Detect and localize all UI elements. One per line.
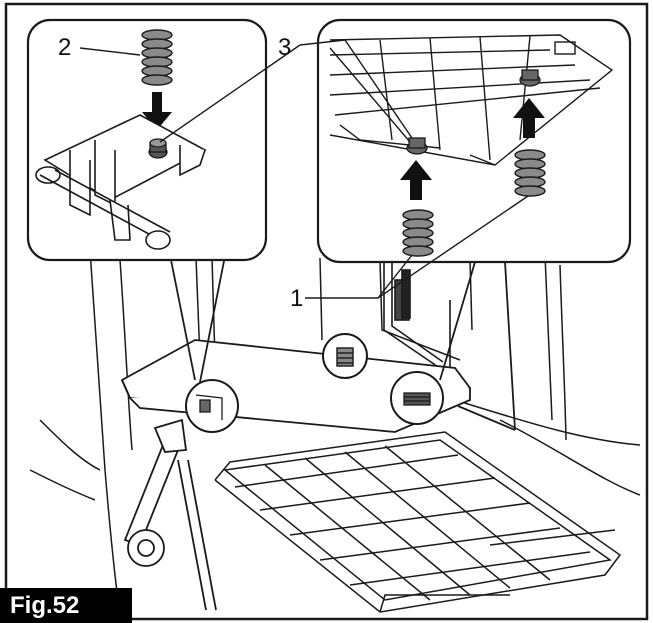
left-hinge-marker xyxy=(185,379,239,433)
callout-3-leader-c xyxy=(159,44,301,143)
callout-1-leaders xyxy=(305,195,529,299)
right-detail-panel xyxy=(159,18,632,264)
figure-frame xyxy=(4,2,649,621)
left-detail-panel: 2 xyxy=(26,18,268,262)
nub-right xyxy=(519,69,541,87)
callout-3-leader-a xyxy=(299,39,346,46)
callout-spring: 1 xyxy=(290,285,303,312)
lid-underside-grid xyxy=(329,34,614,166)
wire-rack xyxy=(214,431,622,613)
up-arrow-left-icon xyxy=(400,160,432,200)
up-arrow-right-icon xyxy=(513,98,545,138)
callout-3-leader-b xyxy=(344,39,413,139)
spring-socket xyxy=(336,347,354,367)
spring-top-icon xyxy=(141,29,173,86)
door-frame xyxy=(383,258,451,377)
callout-spring-top: 2 xyxy=(58,34,71,61)
callout-nub: 3 xyxy=(278,34,291,61)
nub-left xyxy=(406,137,428,155)
callout-3-leader-d xyxy=(329,47,411,143)
hinge-bracket xyxy=(35,114,207,250)
figure-label: Fig.52 xyxy=(0,588,132,623)
nub-icon xyxy=(148,138,168,159)
left-hinge-nub xyxy=(195,394,223,420)
spring-left-icon xyxy=(402,209,434,257)
right-hinge-nub xyxy=(403,392,431,406)
leader-lines xyxy=(169,254,516,431)
callout-2-leader xyxy=(79,47,141,56)
support-arm xyxy=(123,418,217,611)
spring-right-icon xyxy=(514,149,546,197)
